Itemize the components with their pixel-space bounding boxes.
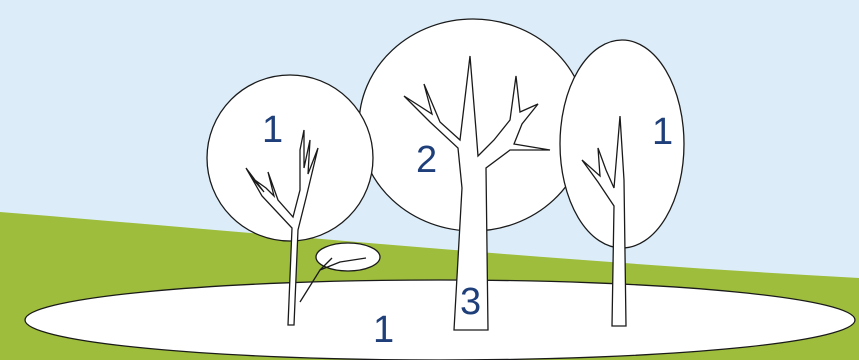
left-canopy-number: 1	[262, 109, 283, 151]
middle-canopy-number: 2	[416, 139, 437, 181]
right-canopy-number: 1	[652, 111, 673, 153]
ground-number: 1	[373, 309, 394, 351]
small-bush-canopy	[316, 243, 380, 271]
ground-ellipse	[25, 280, 855, 360]
middle-trunk-number: 3	[460, 281, 481, 323]
